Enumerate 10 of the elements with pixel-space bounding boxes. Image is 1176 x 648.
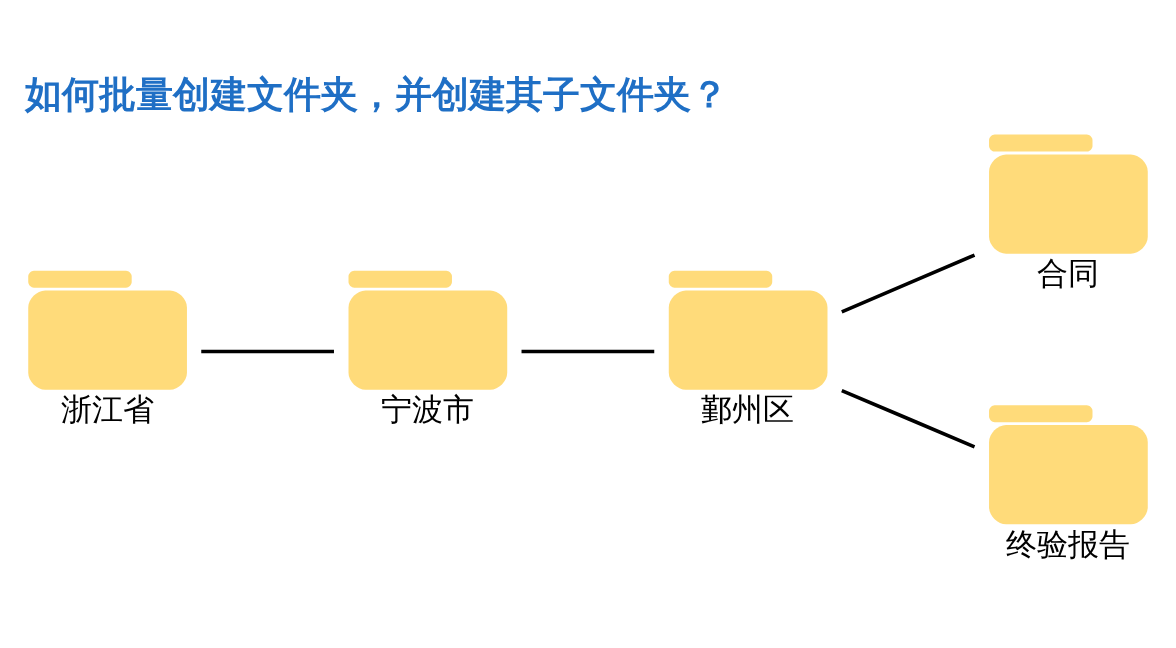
- connector: [841, 388, 976, 448]
- node-label: 合同: [1037, 254, 1100, 291]
- connector: [841, 252, 976, 313]
- diagram-title: 如何批量创建文件夹，并创建其子文件夹？: [25, 72, 729, 116]
- node-label: 浙江省: [60, 390, 154, 427]
- node-label: 终验报告: [1006, 525, 1131, 562]
- node-label: 鄞州区: [701, 390, 795, 427]
- connector: [521, 349, 655, 353]
- node-label: 宁波市: [381, 390, 475, 427]
- connector: [201, 349, 334, 353]
